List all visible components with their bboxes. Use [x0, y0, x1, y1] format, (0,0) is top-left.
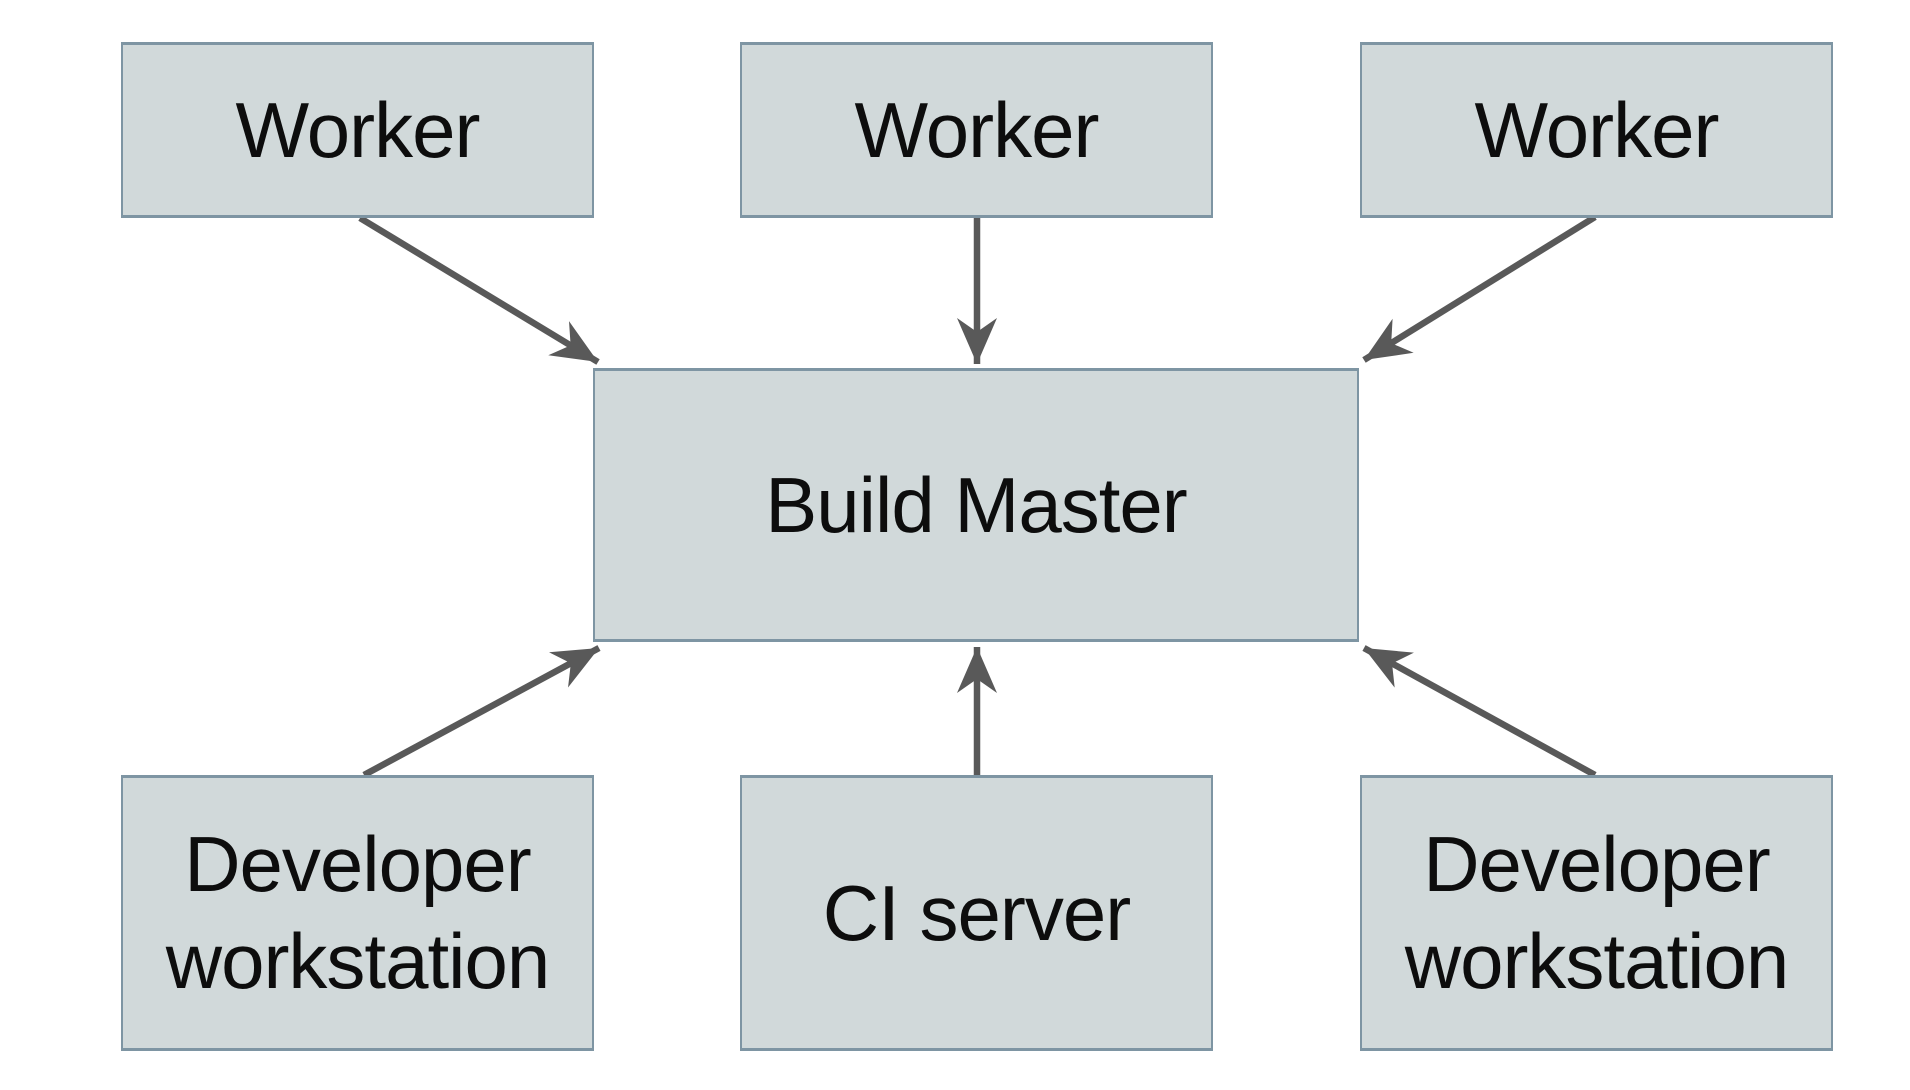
arrow-worker1-to-build-master: [358, 215, 600, 365]
node-developer-workstation-right-label: Developer workstation: [1404, 820, 1789, 1005]
node-worker-right: Worker: [1360, 42, 1833, 218]
node-build-master-label: Build Master: [765, 460, 1187, 549]
node-developer-workstation-left: Developer workstation: [121, 775, 594, 1051]
arrow-dev1-to-build-master: [362, 645, 601, 778]
node-build-master: Build Master: [593, 368, 1359, 642]
node-worker-center-label: Worker: [854, 85, 1100, 174]
node-worker-left-label: Worker: [235, 85, 481, 174]
node-ci-server-label: CI server: [822, 868, 1131, 957]
arrow-worker3-to-build-master: [1362, 214, 1597, 363]
arrow-dev2-to-build-master: [1362, 645, 1597, 778]
node-worker-right-label: Worker: [1474, 85, 1720, 174]
node-ci-server: CI server: [740, 775, 1213, 1051]
node-developer-workstation-left-label: Developer workstation: [165, 820, 550, 1005]
node-worker-center: Worker: [740, 42, 1213, 218]
node-developer-workstation-right: Developer workstation: [1360, 775, 1833, 1051]
node-worker-left: Worker: [121, 42, 594, 218]
